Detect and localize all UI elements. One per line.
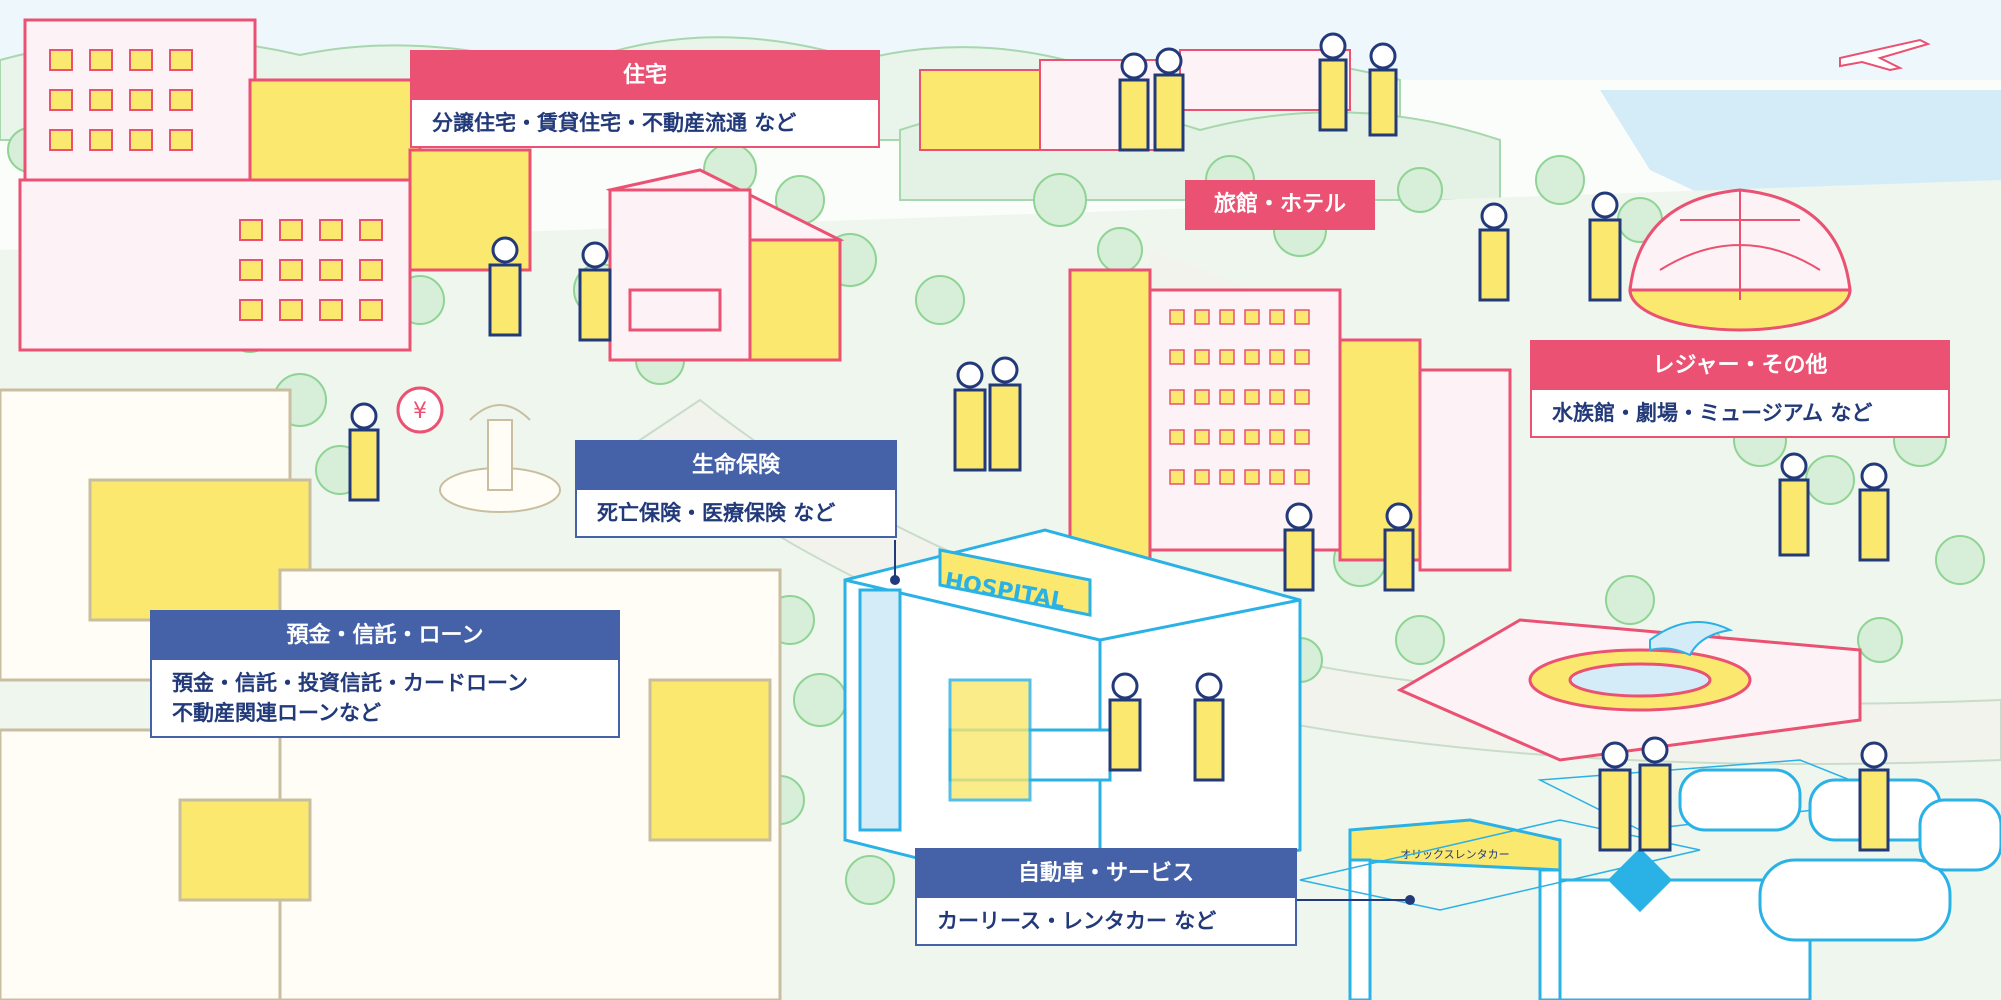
label-banking-title: 預金・信託・ローン [152,612,618,660]
house [605,168,845,362]
label-life-insurance-title: 生命保険 [577,442,895,490]
label-housing-detail: 分譲住宅・賃貸住宅・不動産流通 など [432,111,797,135]
rental-car-sign-text: オリックスレンタカー [1400,848,1510,861]
label-life-insurance-detail: 死亡保険・医療保険 など [597,501,836,525]
label-auto-detail: カーリース・レンタカー など [937,909,1217,933]
label-life-insurance: 生命保険 死亡保険・医療保険 など [575,440,897,538]
fountain-icon [439,404,561,513]
label-leisure: レジャー・その他 水族館・劇場・ミュージアム など [1530,340,1950,438]
dolphin-icon [1649,621,1734,657]
label-banking: 預金・信託・ローン 預金・信託・投資信託・カードローン 不動産関連ローンなど [150,610,620,738]
label-leisure-detail: 水族館・劇場・ミュージアム など [1552,401,1873,425]
label-auto: 自動車・サービス カーリース・レンタカー など [915,848,1297,946]
apartment-buildings [18,18,532,352]
airplane-icon [1839,38,1931,72]
cars [1678,768,2001,942]
hospital-room [843,528,1302,892]
label-leisure-title: レジャー・その他 [1532,342,1948,390]
label-banking-detail-line2: 不動産関連ローンなど [172,701,381,725]
label-hotel: 旅館・ホテル [1185,180,1375,230]
aquarium [1396,618,1862,762]
people [348,32,1890,852]
label-housing-title: 住宅 [412,52,878,100]
ferris-dome-icon [1628,188,1852,332]
label-banking-detail: 預金・信託・投資信託・カードローン 不動産関連ローンなど [152,660,618,736]
yen-bubble-icon: ¥ [396,386,444,434]
label-auto-title: 自動車・サービス [917,850,1295,898]
yen-sign: ¥ [413,399,427,424]
rental-car-station [1348,818,1812,1000]
label-banking-detail-line1: 預金・信託・投資信託・カードローン [172,671,528,695]
label-housing: 住宅 分譲住宅・賃貸住宅・不動産流通 など [410,50,880,148]
